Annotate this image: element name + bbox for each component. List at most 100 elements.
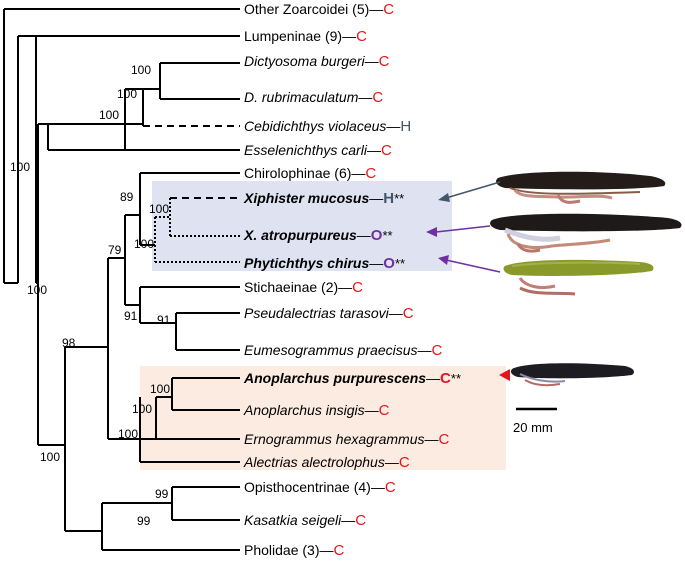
bootstrap-value: 100 [117, 87, 137, 101]
bootstrap-value: 100 [27, 283, 47, 297]
significance-stars: ** [394, 191, 404, 206]
taxon-chirolophinae: Chirolophinae (6)—C [244, 165, 376, 182]
taxon-eumesogrammus-praecisus: Eumesogrammus praecisus—C [244, 342, 443, 359]
diet-code: C [379, 53, 390, 70]
taxon-esselenichthys-carli: Esselenichthys carli—C [244, 142, 392, 159]
taxon-name: Xiphister mucosus [243, 190, 369, 206]
diet-connector: — [389, 305, 403, 321]
bootstrap-value: 100 [150, 382, 170, 396]
specimen-photos [490, 171, 682, 387]
diet-connector: — [369, 255, 383, 271]
diet-code: C [440, 370, 451, 387]
diet-connector: — [385, 454, 399, 470]
taxon-phytichthys-chirus: Phytichthys chirus—O** [244, 255, 405, 272]
bootstrap-value: 100 [40, 450, 60, 464]
taxon-cebidichthys-violaceus: Cebidichthys violaceus—H [244, 118, 411, 135]
diet-code: C [381, 142, 392, 159]
diet-connector: — [365, 402, 379, 418]
bootstrap-value: 99 [137, 514, 151, 528]
diet-code: C [334, 542, 345, 559]
diet-connector: — [426, 370, 440, 386]
diet-code: C [439, 431, 450, 448]
taxon-name: Kasatkia seigeli [244, 512, 342, 528]
bootstrap-value: 100 [132, 402, 152, 416]
diet-code: C [399, 454, 410, 471]
diet-connector: — [358, 89, 372, 105]
diet-code: H [400, 118, 411, 135]
scale-bar: 20 mm [513, 407, 557, 435]
tree-branches [3, 8, 240, 551]
diet-connector: — [342, 28, 356, 44]
taxon-name: Other Zoarcoidei (5) [244, 1, 369, 17]
x-atropurpureus-photo [490, 213, 682, 253]
taxon-name: Stichaeinae (2) [244, 279, 338, 295]
diet-connector: — [369, 1, 383, 17]
significance-stars: ** [451, 371, 461, 386]
anoplarchus-purpurescens-photo [510, 363, 634, 387]
diet-connector: — [386, 118, 400, 134]
taxon-pholidae: Pholidae (3)—C [244, 542, 345, 559]
taxon-name: Pseudalectrias tarasovi [244, 305, 390, 321]
diet-code: C [385, 479, 396, 496]
taxon-name: Anoplarchus insigis [243, 402, 365, 418]
diet-connector: — [365, 53, 379, 69]
diet-connector: — [367, 142, 381, 158]
diet-code: C [383, 1, 394, 18]
diet-code: C [355, 512, 366, 529]
bootstrap-value: 91 [124, 309, 138, 323]
taxon-alectrias-alectrolophus: Alectrias alectrolophus—C [243, 454, 410, 471]
bootstrap-value: 100 [131, 63, 151, 77]
diet-code: C [432, 342, 443, 359]
diet-connector: — [418, 342, 432, 358]
taxon-name: Ernogrammus hexagrammus [244, 431, 425, 447]
taxon-name: Dictyosoma burgeri [244, 53, 365, 69]
diet-code: H [383, 190, 394, 207]
taxon-name: Eumesogrammus praecisus [244, 342, 418, 358]
specimen-arrows [426, 181, 510, 381]
taxon-name: Opisthocentrinae (4) [244, 479, 371, 495]
bootstrap-value: 100 [118, 427, 138, 441]
taxon-name: Chirolophinae (6) [244, 165, 351, 181]
diet-code: C [365, 165, 376, 182]
diet-connector: — [425, 431, 439, 447]
taxon-anoplarchus-purpurescens: Anoplarchus purpurescens—C** [243, 370, 461, 387]
taxon-name: Lumpeninae (9) [244, 28, 342, 44]
diet-connector: — [320, 542, 334, 558]
taxon-opisthocentrinae: Opisthocentrinae (4)—C [244, 479, 396, 496]
diet-connector: — [341, 512, 355, 528]
diet-code: C [352, 279, 363, 296]
diet-code: C [356, 28, 367, 45]
diet-connector: — [371, 479, 385, 495]
herbivory-clade-highlight [152, 181, 452, 271]
bootstrap-value: 98 [62, 336, 76, 350]
taxon-name: Phytichthys chirus [244, 255, 369, 271]
diet-code: O [383, 255, 395, 272]
diet-code: C [379, 402, 390, 419]
diet-code: O [371, 227, 383, 244]
anoplarchus-clade-highlight [140, 366, 506, 470]
bootstrap-value: 100 [134, 237, 154, 251]
bootstrap-value: 100 [149, 202, 169, 216]
scale-bar-label: 20 mm [513, 420, 553, 435]
diet-connector: — [351, 165, 365, 181]
taxon-xiphister-mucosus: Xiphister mucosus—H** [243, 190, 404, 207]
taxon-ernogrammus-hexagrammus: Ernogrammus hexagrammus—C [244, 431, 450, 448]
bootstrap-value: 100 [10, 160, 30, 174]
taxon-name: Alectrias alectrolophus [243, 454, 385, 470]
taxon-x-atropurpureus: X. atropurpureus—O** [243, 227, 393, 244]
taxon-name: Anoplarchus purpurescens [243, 370, 426, 386]
taxon-pseudalectrias-tarasovi: Pseudalectrias tarasovi—C [244, 305, 414, 322]
taxon-name: D. rubrimaculatum [244, 89, 359, 105]
taxon-name: Cebidichthys violaceus [244, 118, 386, 134]
significance-stars: ** [395, 256, 405, 271]
diet-code: C [372, 89, 383, 106]
bootstrap-values: 100 100 100 100 100 89 100 100 79 91 91 … [10, 63, 171, 528]
taxon-stichaeinae: Stichaeinae (2)—C [244, 279, 363, 296]
taxon-name: Pholidae (3) [244, 542, 320, 558]
taxon-kasatkia-seigeli: Kasatkia seigeli—C [244, 512, 366, 529]
taxon-other-zoarcoidei: Other Zoarcoidei (5)—C [244, 1, 394, 18]
diet-connector: — [369, 190, 383, 206]
bootstrap-value: 89 [120, 190, 134, 204]
